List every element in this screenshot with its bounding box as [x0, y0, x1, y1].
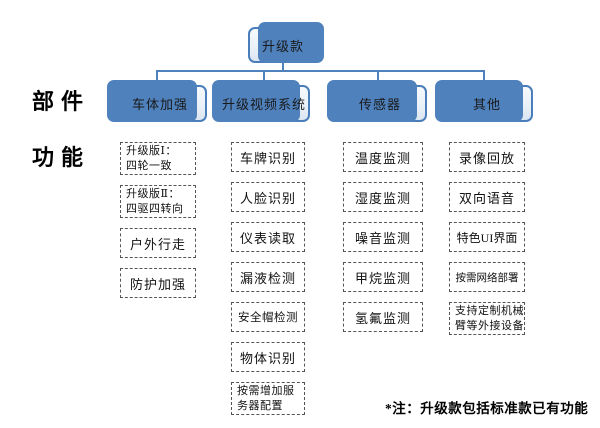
function-box: 特色UI界面 — [449, 222, 525, 252]
function-box: 噪音监测 — [343, 222, 423, 252]
function-box: 支持定制机械 臂等外接设备 — [449, 302, 525, 335]
function-box: 物体识别 — [231, 342, 305, 372]
label-functions: 功能 — [32, 145, 91, 170]
node-label: 其他 — [472, 97, 501, 112]
function-box: 人脸识别 — [231, 182, 305, 212]
footnote: *注：升级款包括标准款已有功能 — [385, 401, 589, 416]
node-label: 升级视频系统 — [221, 97, 306, 112]
function-box: 按需网络部署 — [449, 262, 525, 292]
connector-drop-2 — [263, 70, 265, 80]
function-column-body-reinforcement: 升级版Ⅰ： 四轮一致 升级版Ⅱ： 四驱四转向 户外行走 防护加强 — [120, 142, 196, 298]
function-box: 户外行走 — [120, 228, 196, 258]
node-upgraded-model: 升级款 — [248, 22, 324, 63]
node-label: 传感器 — [358, 97, 401, 112]
function-box: 安全帽检测 — [231, 302, 305, 332]
connector-drop-3 — [377, 70, 379, 80]
function-box: 漏液检测 — [231, 262, 305, 292]
label-components: 部件 — [32, 89, 91, 114]
function-column-sensors: 温度监测 湿度监测 噪音监测 甲烷监测 氢氟监测 — [343, 142, 423, 332]
connector-root-stub — [282, 62, 284, 71]
function-box: 升级版Ⅰ： 四轮一致 — [120, 142, 196, 175]
function-column-others: 录像回放 双向语音 特色UI界面 按需网络部署 支持定制机械 臂等外接设备 — [449, 142, 525, 335]
function-box: 甲烷监测 — [343, 262, 423, 292]
function-box: 温度监测 — [343, 142, 423, 172]
function-box: 湿度监测 — [343, 182, 423, 212]
node-body-reinforcement: 车体加强 — [107, 80, 207, 122]
function-box: 氢氟监测 — [343, 302, 423, 332]
connector-horizontal — [156, 70, 485, 72]
function-box: 双向语音 — [449, 182, 525, 212]
function-column-video-system: 车牌识别 人脸识别 仪表读取 漏液检测 安全帽检测 物体识别 按需增加服 务器配… — [231, 142, 305, 415]
connector-drop-1 — [156, 70, 158, 80]
function-box: 车牌识别 — [231, 142, 305, 172]
node-upgraded-video-system: 升级视频系统 — [212, 80, 310, 122]
node-sensors: 传感器 — [327, 80, 427, 122]
node-label: 车体加强 — [131, 97, 188, 112]
node-others: 其他 — [435, 80, 533, 122]
function-box: 升级版Ⅱ： 四驱四转向 — [120, 185, 196, 218]
function-box: 按需增加服 务器配置 — [231, 382, 305, 415]
function-box: 仪表读取 — [231, 222, 305, 252]
node-label: 升级款 — [261, 38, 304, 54]
function-box: 防护加强 — [120, 268, 196, 298]
function-box: 录像回放 — [449, 142, 525, 172]
connector-drop-4 — [483, 70, 485, 80]
